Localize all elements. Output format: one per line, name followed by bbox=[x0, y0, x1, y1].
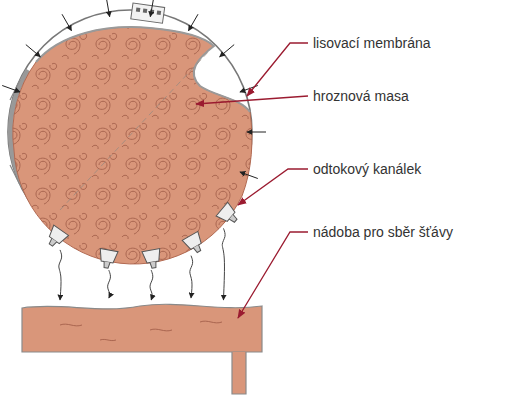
part-label: odtokový kanálek bbox=[313, 161, 421, 177]
pressure-arrow bbox=[106, 0, 109, 17]
juice-drip bbox=[222, 228, 225, 300]
juice-drip bbox=[150, 270, 153, 300]
part-label: hroznová masa bbox=[313, 88, 409, 104]
drain-channel bbox=[182, 231, 207, 256]
juice-drip bbox=[108, 270, 111, 298]
juice-drip bbox=[59, 250, 62, 300]
axis-line bbox=[60, 50, 210, 210]
pressure-arrow bbox=[247, 132, 266, 133]
pressure-arrow bbox=[26, 45, 41, 57]
juice-drips bbox=[59, 228, 225, 300]
juice-vessel bbox=[22, 304, 262, 394]
control-box bbox=[131, 3, 165, 23]
pressure-arrow bbox=[189, 14, 199, 30]
drain-channel bbox=[142, 249, 163, 270]
pressure-arrow bbox=[240, 172, 258, 178]
juice-drip bbox=[190, 256, 193, 298]
drain-channel bbox=[97, 249, 118, 270]
drain-channels bbox=[43, 202, 241, 269]
part-label: lisovací membrána bbox=[313, 35, 431, 51]
press-membrane bbox=[36, 27, 250, 112]
pressure-arrow bbox=[220, 45, 235, 57]
part-label: nádoba pro sběr šťávy bbox=[313, 224, 453, 240]
drain-channel bbox=[43, 225, 68, 250]
pressure-arrows bbox=[2, 0, 266, 179]
pressure-arrow bbox=[2, 85, 20, 91]
grape-mass bbox=[13, 27, 252, 264]
leader-lines bbox=[196, 43, 308, 318]
pressure-arrow bbox=[62, 14, 72, 30]
drain-channel bbox=[216, 202, 241, 227]
pressure-arrow bbox=[150, 0, 153, 17]
